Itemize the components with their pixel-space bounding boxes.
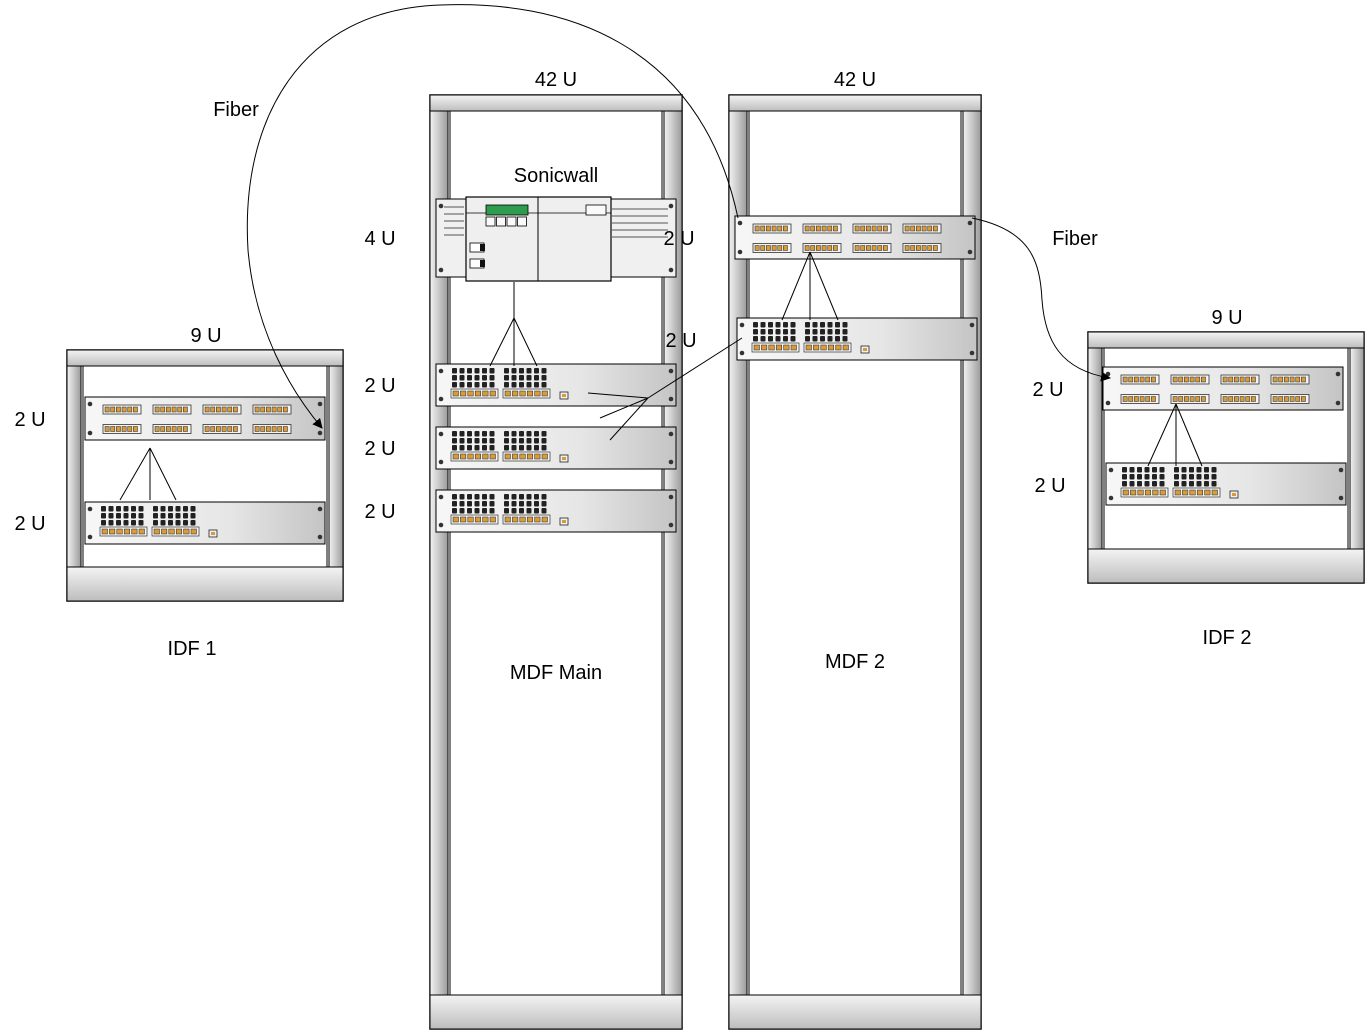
sonicwall-firewall [435,196,677,282]
rack-idf1-bottom-bar [66,566,344,602]
mdf-main-name-label: MDF Main [510,662,602,684]
mdf2-patch-panel [734,215,976,260]
rack-idf2-right-post [1349,347,1365,550]
rack-idf1-right-post [328,365,344,568]
idf1-switch-size-label: 2 U [14,513,45,535]
mdf2-patch-links [781,251,839,321]
mdf2-patch-size-label: 2 U [663,228,694,250]
rack-mdf-main-left-post [429,110,449,996]
idf2-patch-panel [1102,366,1344,411]
mdf2-name-label: MDF 2 [825,651,885,673]
idf1-patch-size-label: 2 U [14,409,45,431]
racks [66,94,1365,1030]
rack-mdf2-bottom-bar [728,994,982,1030]
mdf-main-switch-3 [435,489,677,533]
sonicwall-label: Sonicwall [514,165,598,187]
mdf2-switch-size-label: 2 U [665,330,696,352]
labels: Fiber 42 U 42 U Sonicwall 4 U 2 U Fiber … [14,69,1251,684]
rack-idf2-bottom-bar [1087,548,1365,584]
rack-mdf-main-top-bar [429,94,683,112]
rack-idf1-frame [66,349,344,602]
rack-mdf-main-bottom-bar [429,994,683,1030]
idf1-capacity-label: 9 U [190,325,221,347]
fiber-cable-idf1-mdf2 [246,4,739,429]
mdf-main-switch2-size-label: 2 U [364,438,395,460]
mdf-main-switch-2 [435,426,677,470]
rack-idf1-top-bar [66,349,344,367]
mdf-main-uplink-links [489,282,538,367]
devices [84,196,1347,545]
rack-idf2-left-post [1087,347,1103,550]
fiber-cable-mdf2-idf2 [971,217,1111,382]
sonicwall-firewall-screen [485,204,529,216]
idf2-switch-size-label: 2 U [1034,475,1065,497]
mdf-main-capacity-label: 42 U [535,69,577,91]
mdf-main-switch-1 [435,363,677,407]
fiber-label-right: Fiber [1052,228,1098,250]
idf1-patch-links [119,447,177,501]
idf1-name-label: IDF 1 [168,638,217,660]
idf2-name-label: IDF 2 [1203,627,1252,649]
idf2-switch [1105,462,1347,506]
rack-idf2-top-bar [1087,331,1365,349]
idf2-patch-links [1147,403,1203,467]
mdf-main-switch1-size-label: 2 U [364,375,395,397]
rack-idf1 [66,349,344,602]
mdf2-capacity-label: 42 U [834,69,876,91]
idf1-patch-panel [84,396,326,441]
mdf2-switch [736,317,978,361]
idf2-capacity-label: 9 U [1211,307,1242,329]
sonicwall-size-label: 4 U [364,228,395,250]
idf2-patch-size-label: 2 U [1032,379,1063,401]
connections [119,4,1203,501]
mdf-main-switch3-size-label: 2 U [364,501,395,523]
rack-idf1-left-post [66,365,82,568]
rack-mdf-main-right-post [663,110,683,996]
rack-mdf2-top-bar [728,94,982,112]
idf1-switch [84,501,326,545]
mdf-main-to-mdf2-link [587,337,743,441]
fiber-label-left: Fiber [213,99,259,121]
